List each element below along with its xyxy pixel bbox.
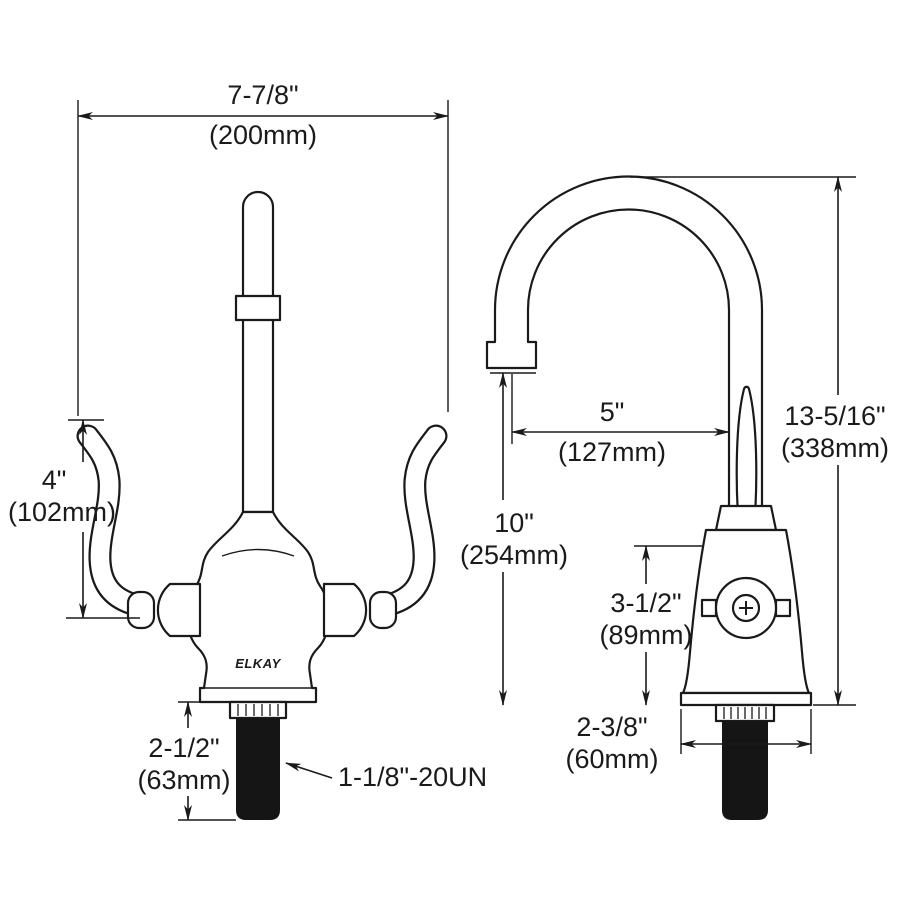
dim-outlet-mm: (254mm) [460,540,568,570]
dimension-lines [77,112,842,821]
dim-shank-in: 2-1/2" [148,733,219,763]
handle-left-blade-fill [78,426,150,616]
phillips-screw-cross [739,601,753,615]
handle-side-blade [735,385,758,532]
dim-base-mm: (60mm) [566,744,659,774]
handle-left-nub [126,590,156,630]
dim-top-width-mm: (200mm) [209,120,317,150]
thread-leader-line [285,762,333,779]
dim-top-width-in: 7-7/8" [227,80,298,110]
supply-pipe-front [236,718,280,820]
body-dome-accent [221,548,295,557]
boss-tab-left [700,598,718,618]
wrist-handle-left [76,424,156,630]
faucet-body-front [186,510,330,704]
handle-mount-left [156,582,202,638]
dim-body-in: 3-1/2" [610,588,681,618]
handle-mount-right [322,582,368,638]
front-view: ELKAY [76,190,448,820]
dim-overall-in: 13-5/16" [784,401,885,431]
shank-front-threads [237,704,279,716]
straight-spout [241,190,275,514]
base-flange-side [679,691,813,707]
boss-tab-right [774,598,792,618]
handle-right-nub [368,590,398,630]
shank-side-threads [723,707,767,719]
dim-reach-mm: (127mm) [558,437,666,467]
spout-collar [234,294,282,322]
dim-shank-mm: (63mm) [138,765,231,795]
dim-outlet-in: 10" [494,508,534,538]
wrist-handle-right [368,424,448,630]
handle-side-collar [714,504,778,532]
handle-right-blade-fill [374,426,446,616]
dimension-annotations: 7-7/8" (200mm) 4" (102mm) 2-1/2" (63mm) … [8,80,889,821]
side-view [485,175,813,820]
dim-handle-in: 4" [42,465,67,495]
thread-callout: 1-1/8"-20UN [338,762,487,792]
dim-overall-mm: (338mm) [781,433,889,463]
dim-handle-mm: (102mm) [8,497,116,527]
dim-base-in: 2-3/8" [576,712,647,742]
gooseneck-spout [485,175,764,532]
supply-pipe-side [722,721,768,820]
dim-body-mm: (89mm) [600,620,693,650]
dim-reach-in: 5" [600,397,625,427]
brand-logo: ELKAY [235,656,281,671]
